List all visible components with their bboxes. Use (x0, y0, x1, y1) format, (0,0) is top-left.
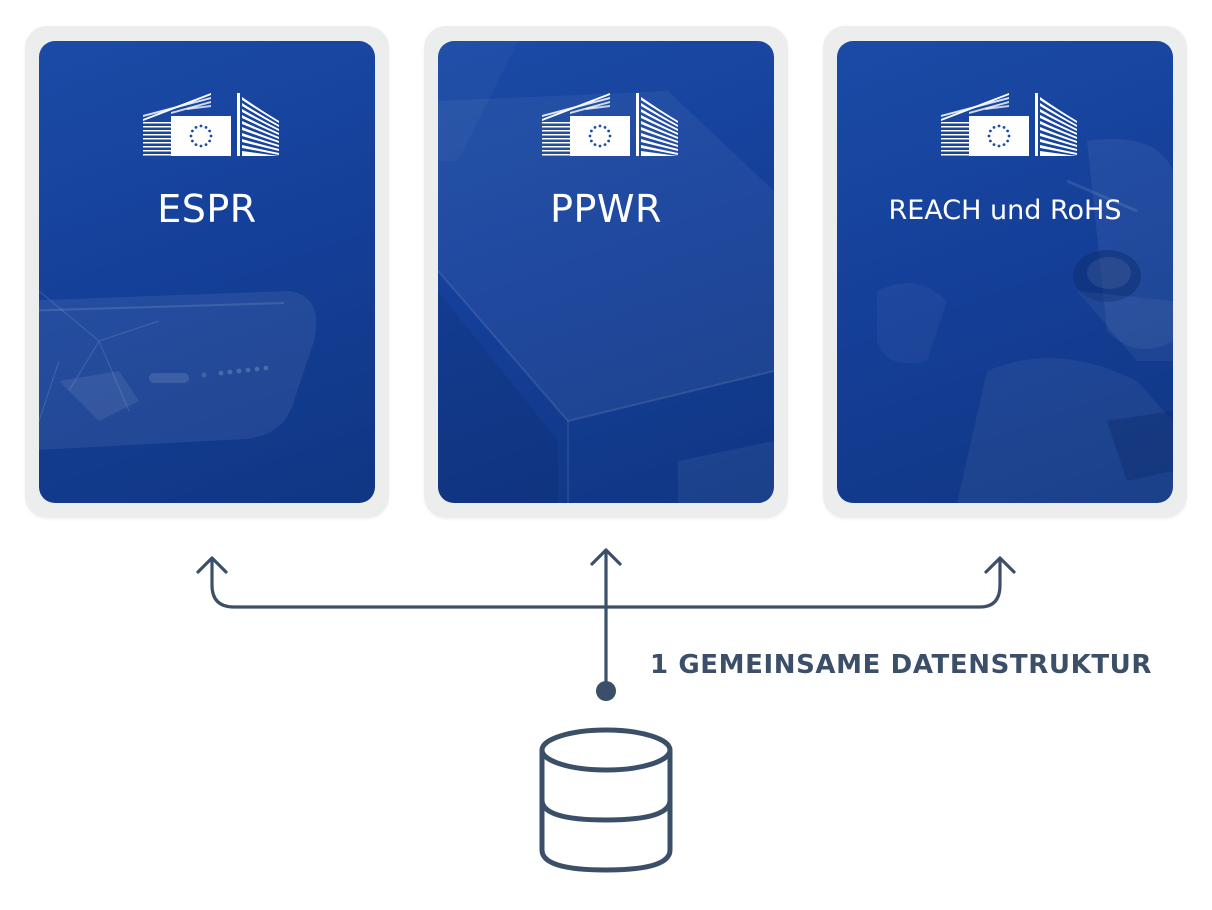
european-commission-logo-icon (542, 93, 678, 156)
arrow-up-icon (196, 556, 228, 574)
arrow-up-icon (984, 556, 1016, 574)
european-commission-logo-icon (941, 93, 1077, 156)
card-frame-reach-rohs: REACH und RoHS (823, 26, 1187, 518)
arrow-up-icon (590, 548, 622, 566)
broken-phone-background (39, 290, 317, 450)
package-box-background (438, 91, 774, 503)
connector-label: 1 GEMEINSAME DATENSTRUKTUR (650, 650, 1152, 680)
card-title-reach-rohs: REACH und RoHS (888, 195, 1122, 226)
database-icon (539, 727, 673, 873)
card-title-ppwr: PPWR (550, 187, 662, 231)
european-commission-logo-icon (143, 93, 279, 156)
lab-equipment-background (877, 139, 1173, 503)
card-ppwr[interactable]: PPWR (438, 41, 774, 503)
card-title-espr: ESPR (157, 187, 257, 231)
connector-node-dot (596, 681, 616, 701)
card-frame-espr: ESPR (25, 26, 389, 518)
card-frame-ppwr: PPWR (424, 26, 788, 518)
card-reach-rohs[interactable]: REACH und RoHS (837, 41, 1173, 503)
card-espr[interactable]: ESPR (39, 41, 375, 503)
